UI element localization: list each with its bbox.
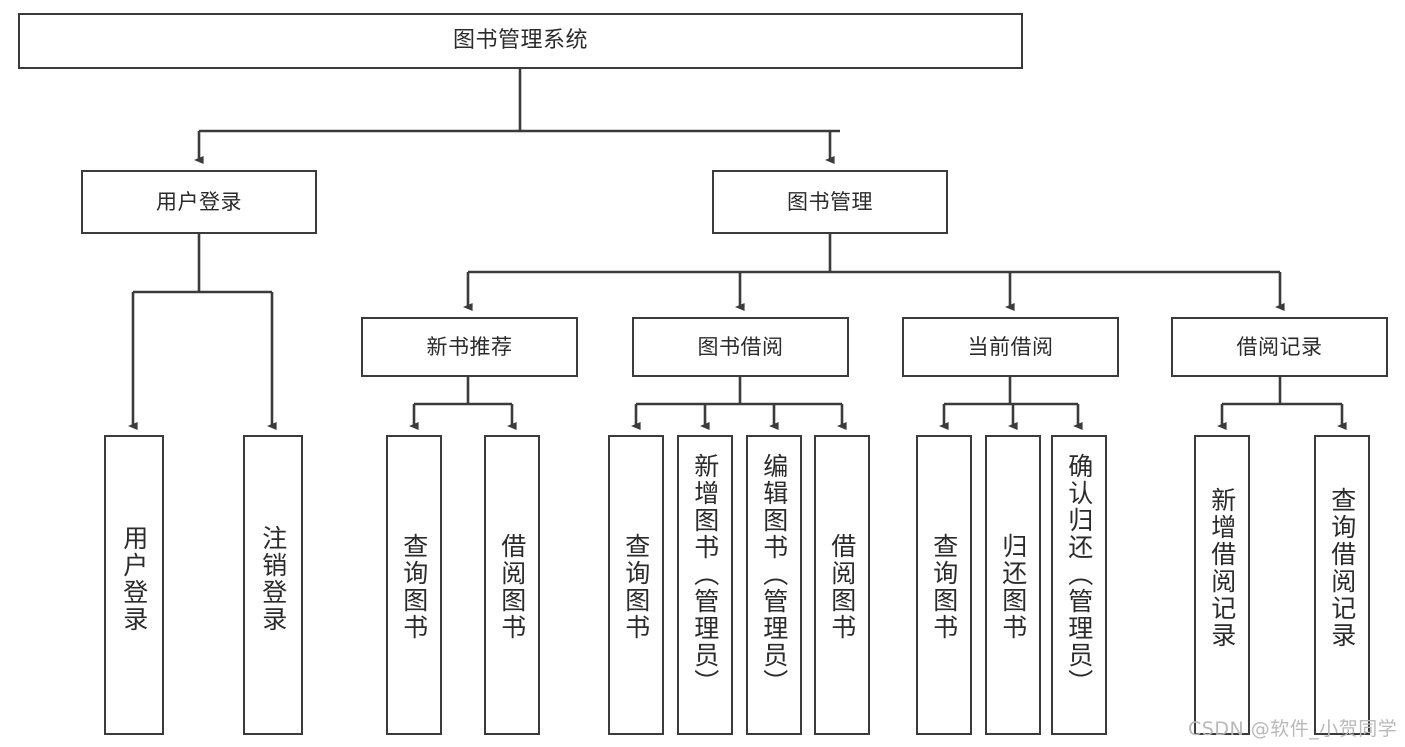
node-leaf-query-book-1-label: 查询图书 bbox=[399, 533, 429, 641]
node-leaf-edit-book[interactable]: 编辑图书（管理员） bbox=[746, 435, 802, 735]
node-book-borrow[interactable]: 图书借阅 bbox=[632, 317, 849, 377]
node-leaf-add-record-label: 新增借阅记录 bbox=[1207, 487, 1237, 649]
node-user-login[interactable]: 用户登录 bbox=[81, 170, 317, 234]
node-current-borrow-label: 当前借阅 bbox=[967, 334, 1054, 359]
node-leaf-logout-login-label: 注销登录 bbox=[258, 525, 288, 633]
node-leaf-query-book-1[interactable]: 查询图书 bbox=[386, 435, 442, 735]
node-borrow-record[interactable]: 借阅记录 bbox=[1171, 317, 1388, 377]
node-book-borrow-label: 图书借阅 bbox=[697, 334, 784, 359]
node-leaf-query-record[interactable]: 查询借阅记录 bbox=[1314, 435, 1370, 735]
node-leaf-add-book-label: 新增图书（管理员） bbox=[690, 453, 720, 696]
node-leaf-query-book-3-label: 查询图书 bbox=[929, 533, 959, 641]
node-new-book-recommend[interactable]: 新书推荐 bbox=[361, 317, 578, 377]
node-leaf-confirm-return[interactable]: 确认归还（管理员） bbox=[1051, 435, 1107, 735]
node-leaf-borrow-book-2-label: 借阅图书 bbox=[827, 533, 857, 641]
node-leaf-query-book-3[interactable]: 查询图书 bbox=[916, 435, 972, 735]
node-root[interactable]: 图书管理系统 bbox=[18, 13, 1023, 69]
csdn-watermark-text: CSDN @软件_小贺同学 bbox=[1188, 718, 1398, 740]
csdn-watermark: CSDN @软件_小贺同学 bbox=[1188, 714, 1397, 741]
node-leaf-logout-login[interactable]: 注销登录 bbox=[243, 435, 303, 735]
node-leaf-query-book-2[interactable]: 查询图书 bbox=[608, 435, 664, 735]
node-book-manage-label: 图书管理 bbox=[787, 189, 873, 214]
node-leaf-edit-book-label: 编辑图书（管理员） bbox=[759, 453, 789, 696]
node-leaf-borrow-book-1[interactable]: 借阅图书 bbox=[484, 435, 540, 735]
node-leaf-user-login-label: 用户登录 bbox=[119, 525, 149, 633]
node-leaf-add-book[interactable]: 新增图书（管理员） bbox=[677, 435, 733, 735]
node-current-borrow[interactable]: 当前借阅 bbox=[902, 317, 1119, 377]
node-leaf-return-book[interactable]: 归还图书 bbox=[985, 435, 1041, 735]
node-leaf-user-login[interactable]: 用户登录 bbox=[104, 435, 164, 735]
node-user-login-label: 用户登录 bbox=[156, 189, 242, 214]
node-root-label: 图书管理系统 bbox=[452, 28, 588, 54]
node-book-manage[interactable]: 图书管理 bbox=[712, 170, 948, 234]
node-leaf-borrow-book-2[interactable]: 借阅图书 bbox=[814, 435, 870, 735]
node-leaf-query-record-label: 查询借阅记录 bbox=[1327, 487, 1357, 649]
node-leaf-add-record[interactable]: 新增借阅记录 bbox=[1194, 435, 1250, 735]
node-leaf-borrow-book-1-label: 借阅图书 bbox=[497, 533, 527, 641]
node-leaf-query-book-2-label: 查询图书 bbox=[621, 533, 651, 641]
node-borrow-record-label: 借阅记录 bbox=[1236, 334, 1323, 359]
node-leaf-return-book-label: 归还图书 bbox=[998, 533, 1028, 641]
node-leaf-confirm-return-label: 确认归还（管理员） bbox=[1064, 453, 1094, 696]
node-new-book-recommend-label: 新书推荐 bbox=[426, 334, 513, 359]
